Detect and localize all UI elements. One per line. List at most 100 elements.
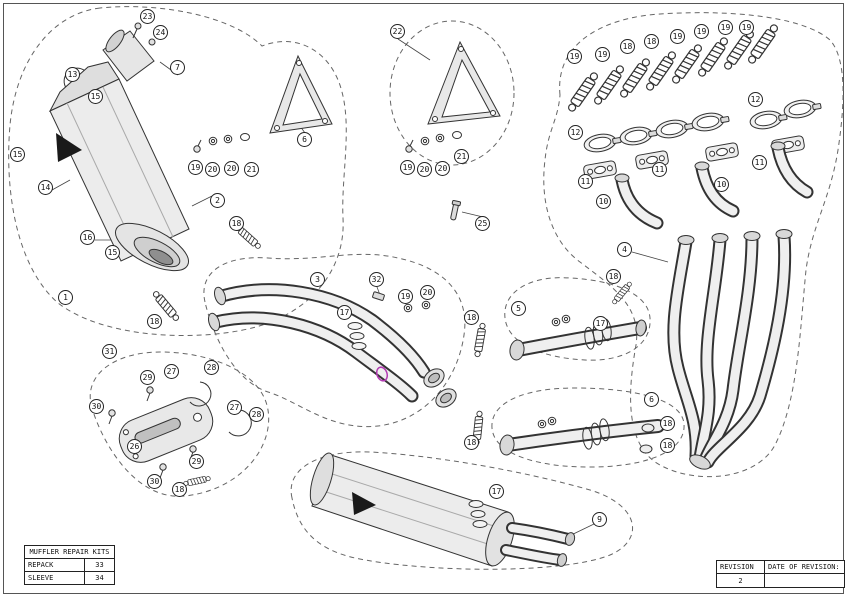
table-row: SLEEVE 34	[24, 571, 115, 585]
callout-17: 17	[593, 316, 608, 331]
group-outline-link-pipes	[203, 253, 466, 428]
callout-10: 10	[596, 194, 611, 209]
springs-misc	[472, 322, 488, 446]
callout-20: 20	[205, 162, 220, 177]
clamp-strap	[228, 409, 252, 437]
mounting-bracket-22	[427, 40, 501, 125]
callout-20: 20	[420, 285, 435, 300]
group-outline-heat-shield	[89, 351, 270, 497]
callout-9: 9	[592, 512, 607, 527]
group-outline-main-muffler	[8, 6, 347, 337]
callout-19: 19	[739, 20, 754, 35]
callout-29: 29	[189, 454, 204, 469]
callout-31: 31	[102, 344, 117, 359]
callout-18: 18	[147, 314, 162, 329]
link-pipes	[207, 283, 457, 408]
callout-27: 27	[227, 400, 242, 415]
kits-table-title: MUFFLER REPAIR KITS	[24, 545, 115, 559]
callout-11: 11	[578, 174, 593, 189]
callout-14: 14	[38, 180, 53, 195]
callout-15: 15	[105, 245, 120, 260]
group-outlines	[8, 6, 844, 570]
callout-11: 11	[652, 162, 667, 177]
callout-19: 19	[694, 24, 709, 39]
rear-muffler-assembly	[309, 452, 576, 567]
gasket	[639, 444, 653, 454]
rear-muffler-body	[311, 453, 509, 567]
callout-18: 18	[606, 269, 621, 284]
callout-19: 19	[188, 160, 203, 175]
group-outline-headers	[543, 12, 844, 478]
callout-12: 12	[568, 125, 583, 140]
callout-19: 19	[718, 20, 733, 35]
callout-4: 4	[617, 242, 632, 257]
callout-27: 27	[164, 364, 179, 379]
callout-18: 18	[644, 34, 659, 49]
kit-value-repack: 33	[84, 558, 115, 572]
callout-6: 6	[297, 132, 312, 147]
leader-lines	[51, 38, 669, 539]
callout-20: 20	[417, 162, 432, 177]
callout-19: 19	[670, 29, 685, 44]
callout-7: 7	[170, 60, 185, 75]
table-row: REPACK 33	[24, 558, 115, 572]
highlight-ring	[375, 366, 389, 382]
screw-23	[134, 22, 142, 30]
callout-20: 20	[435, 161, 450, 176]
callout-1: 1	[58, 290, 73, 305]
revision-header: REVISION	[716, 560, 765, 574]
gasket	[641, 423, 655, 433]
callout-18: 18	[464, 435, 479, 450]
kit-value-sleeve: 34	[84, 571, 115, 585]
callout-19: 19	[398, 289, 413, 304]
callout-18: 18	[464, 310, 479, 325]
callout-22: 22	[390, 24, 405, 39]
callout-15: 15	[88, 89, 103, 104]
bolt-25	[450, 199, 462, 221]
callout-23: 23	[140, 9, 155, 24]
callout-28: 28	[204, 360, 219, 375]
muffler-outlet	[148, 248, 174, 266]
table-row: 2	[716, 573, 845, 588]
heat-shield-group	[108, 381, 252, 488]
callout-16: 16	[80, 230, 95, 245]
callout-18: 18	[620, 39, 635, 54]
kit-label-sleeve: SLEEVE	[24, 571, 85, 585]
header-pipes	[667, 229, 793, 470]
mid-pipe-5	[509, 280, 647, 361]
callout-2: 2	[210, 193, 225, 208]
mounting-bracket-6	[269, 54, 333, 134]
callout-28: 28	[249, 407, 264, 422]
brand-arrow-logo	[56, 133, 82, 162]
callout-13: 13	[65, 67, 80, 82]
clamp-strap	[189, 381, 212, 407]
callout-30: 30	[147, 474, 162, 489]
callout-32: 32	[369, 272, 384, 287]
callout-15: 15	[10, 147, 25, 162]
date-of-revision-header: DATE OF REVISION:	[764, 560, 845, 574]
callout-3: 3	[310, 272, 325, 287]
callout-20: 20	[224, 161, 239, 176]
revision-table: REVISION DATE OF REVISION: 2	[716, 560, 845, 588]
callout-10: 10	[714, 177, 729, 192]
callout-19: 19	[400, 160, 415, 175]
callout-18: 18	[660, 438, 675, 453]
date-of-revision-value	[764, 573, 845, 588]
callout-21: 21	[454, 149, 469, 164]
callout-5: 5	[511, 301, 526, 316]
parts	[48, 22, 823, 567]
callout-6: 6	[644, 392, 659, 407]
callout-11: 11	[752, 155, 767, 170]
callout-18: 18	[660, 416, 675, 431]
muffler-repair-kits-table: MUFFLER REPAIR KITS REPACK 33 SLEEVE 34	[24, 545, 115, 585]
revision-value: 2	[716, 573, 765, 588]
small-bracket-32	[372, 291, 385, 301]
callout-29: 29	[140, 370, 155, 385]
kit-label-repack: REPACK	[24, 558, 85, 572]
elbow-pipes	[614, 141, 814, 230]
callout-19: 19	[595, 47, 610, 62]
callout-30: 30	[89, 399, 104, 414]
group-outline-bracket	[389, 20, 515, 166]
main-muffler-assembly	[48, 22, 190, 272]
